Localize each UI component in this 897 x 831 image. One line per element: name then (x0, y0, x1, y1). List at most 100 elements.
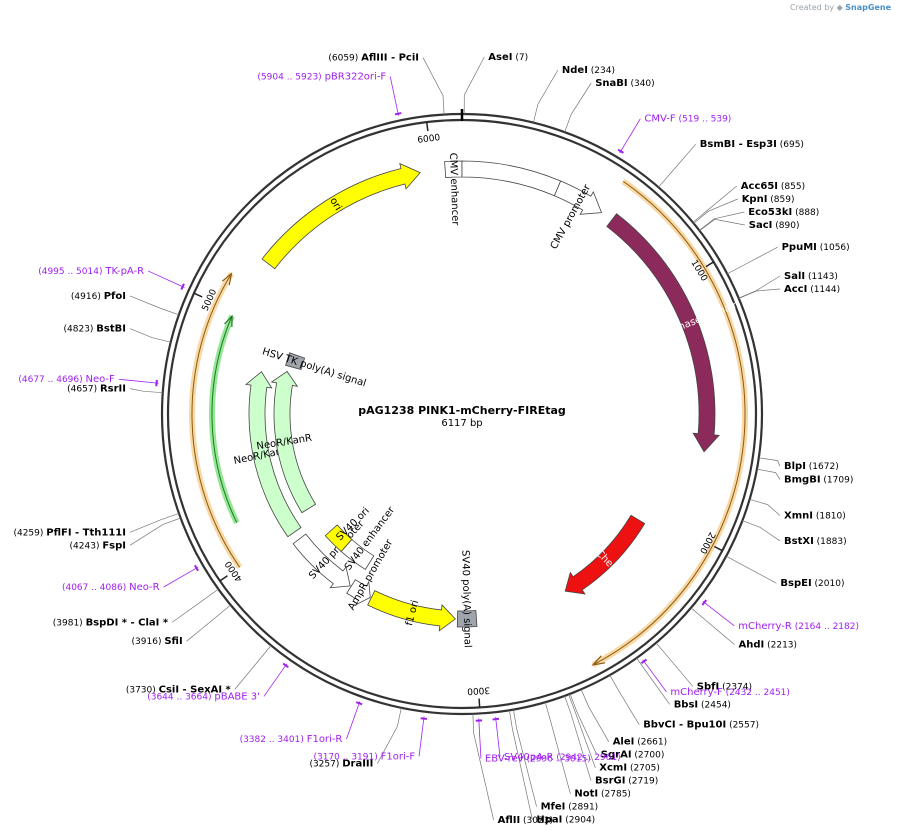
site-label: (3981) BspDI * - ClaI * (53, 617, 169, 628)
site-name: AccI (784, 284, 807, 295)
site-coord: (2661) (634, 738, 667, 748)
orf-arrowhead (224, 314, 233, 328)
site-name: Acc65I (741, 181, 778, 192)
site-label: BmgBI (1709) (784, 475, 853, 486)
primer-label: (3644 .. 3664) pBABE 3' (147, 691, 260, 702)
orf-arrowhead (221, 272, 233, 286)
primer-leader-line (163, 566, 199, 588)
primer-mark (617, 148, 624, 154)
site-name: PflFI - Tth111I (46, 527, 126, 538)
primer-mark (420, 717, 428, 720)
feature-arrow (553, 180, 603, 215)
site-coord: (2904) (562, 816, 595, 826)
site-label: (4259) PflFI - Tth111I (13, 527, 126, 538)
site-name: FspI (102, 540, 126, 551)
primer-range: (4677 .. 4696) (18, 375, 85, 385)
credit-prefix: Created by (790, 3, 835, 12)
site-leader-line (129, 388, 163, 394)
site-label: (6059) AflIII - PciI (328, 53, 419, 64)
site-name: SacI (749, 220, 773, 231)
site-name: MfeI (541, 802, 566, 813)
primer-leader-line (702, 600, 735, 627)
primer-sites: (5904 .. 5923) pBR322ori-F CMV-F (519 .. … (18, 72, 859, 765)
orf-arrowhead (591, 655, 606, 666)
feature-arrow (564, 514, 646, 595)
site-name: BstBI (96, 324, 126, 335)
site-name: AleI (613, 737, 635, 748)
site-label: MfeI (2891) (541, 802, 599, 813)
site-coord: (2705) (627, 764, 660, 774)
feature-arrow (324, 524, 353, 553)
primer-label: (3170 .. 3191) F1ori-F (313, 751, 415, 762)
site-leader-line (693, 198, 738, 224)
site-label: BspEI (2010) (780, 578, 844, 589)
site-label: BbsI (2454) (674, 699, 731, 710)
site-leader-line (658, 143, 697, 188)
site-name: BbvCI - Bpu10I (643, 720, 726, 731)
site-label: AseI (7) (488, 52, 528, 63)
tick-mark (713, 545, 723, 552)
site-coord: (4823) (64, 325, 97, 335)
primer-label: CMV-F (519 .. 539) (644, 114, 731, 125)
site-leader-line (655, 642, 694, 687)
site-name: RsrII (100, 384, 126, 395)
site-coord: (4916) (71, 292, 104, 302)
site-label: AccI (1144) (784, 284, 840, 295)
site-leader-line (690, 607, 735, 645)
primer-range: (2996 .. 3015) (524, 755, 591, 765)
primer-leader-line (418, 716, 425, 757)
site-leader-line (186, 604, 231, 642)
primer-label: mCherry-R (2164 .. 2182) (738, 621, 859, 632)
site-coord: (3981) (53, 618, 86, 628)
primer-leader-line (147, 270, 185, 288)
primer-name: TK-pA-R (104, 266, 144, 277)
feature-arrow (456, 610, 478, 628)
primer-label: SV40pA-R (2942 .. 2961) (504, 752, 621, 763)
site-leader-line (742, 520, 781, 542)
primer-range: (2942 .. 2961) (553, 753, 620, 763)
site-name: PfoI (104, 291, 126, 302)
site-coord: (888) (792, 208, 819, 218)
primer-label: EBV-rev (2996 .. 3015) (485, 754, 591, 765)
primer-label: (3382 .. 3401) F1ori-R (240, 734, 343, 745)
site-leader-line (533, 69, 559, 123)
orf-arcs (188, 178, 749, 668)
primer-label: (5904 .. 5923) pBR322ori-F (257, 72, 386, 83)
primer-leader-line (346, 701, 361, 740)
site-label: (3730) CsiI - SexAI * (126, 684, 232, 695)
site-leader-line (171, 588, 219, 623)
site-name: BspEI (780, 578, 811, 589)
site-name: SfiI (164, 636, 182, 647)
site-coord: (1810) (813, 512, 846, 522)
site-label: XmnI (1810) (784, 511, 846, 522)
site-leader-line (509, 710, 533, 820)
feature-arrow (346, 579, 371, 606)
tick-mark (193, 292, 203, 298)
tick-label: 4000 (224, 559, 245, 584)
site-name: NdeI (562, 65, 588, 76)
plasmid-size: 6117 bp (441, 418, 482, 429)
site-coord: (695) (777, 140, 804, 150)
primer-range: (5904 .. 5923) (257, 73, 324, 83)
primer-range: (2432 .. 2451) (723, 688, 790, 698)
primer-leader-line (263, 663, 288, 697)
site-label: BsrGI (2719) (595, 776, 658, 787)
site-label: Eco53kI (888) (748, 207, 819, 218)
site-coord: (859) (767, 195, 794, 205)
site-coord: (2700) (632, 751, 665, 761)
site-name: BspDI * - ClaI * (86, 617, 169, 628)
site-coord: (890) (772, 221, 799, 231)
site-leader-line (756, 468, 781, 480)
site-coord: (234) (588, 66, 615, 76)
primer-range: (4995 .. 5014) (38, 267, 105, 277)
site-coord: (2557) (726, 721, 759, 731)
primer-mark (180, 283, 185, 290)
site-leader-line (377, 707, 402, 764)
primer-leader-line (389, 76, 399, 116)
site-label: SacI (890) (749, 220, 800, 231)
site-label: Acc65I (855) (741, 181, 805, 192)
site-coord: (1709) (821, 476, 854, 486)
site-leader-line (699, 218, 745, 232)
primer-name: mCherry-R (738, 621, 792, 632)
site-leader-line (726, 555, 777, 584)
